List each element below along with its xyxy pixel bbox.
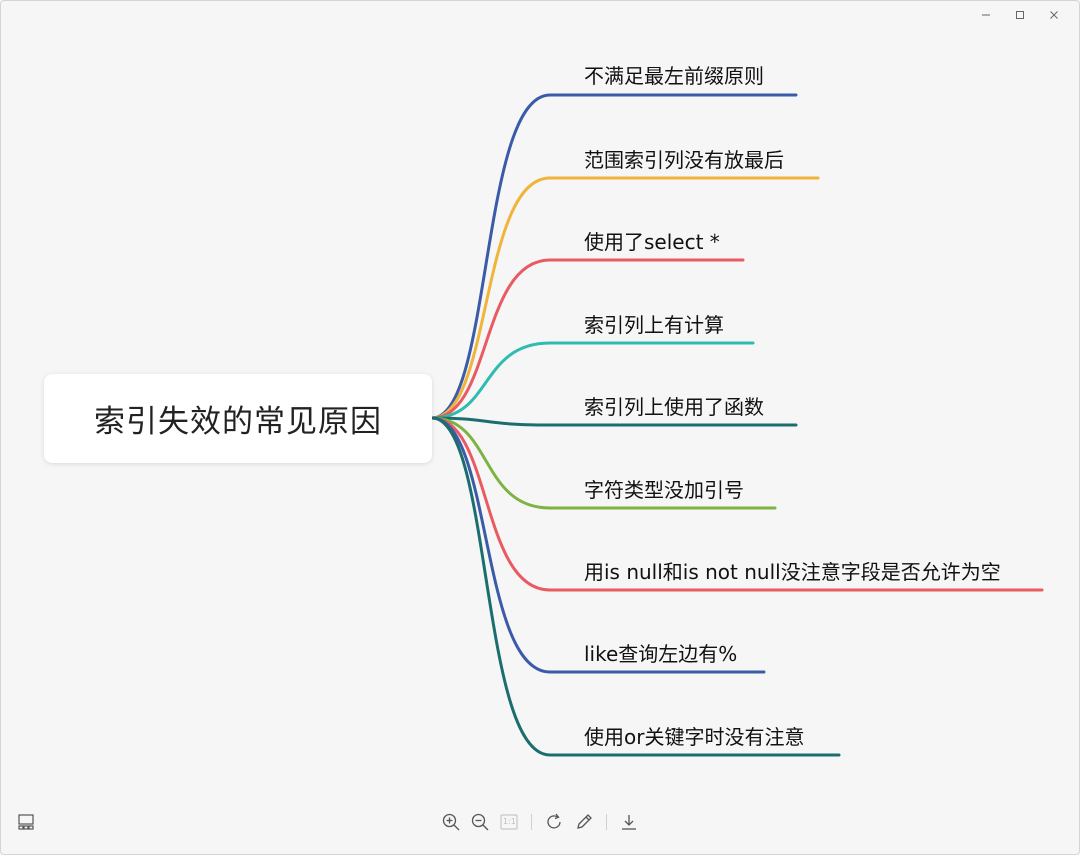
branch-label-8: 使用or关键字时没有注意 (584, 725, 805, 749)
toolbar-separator (606, 814, 607, 830)
branch-label-0: 不满足最左前缀原则 (584, 64, 764, 88)
branch-label-5: 字符类型没加引号 (584, 478, 744, 502)
branch-label-6: 用is null和is not null没注意字段是否允许为空 (584, 560, 1001, 584)
minimize-icon[interactable] (969, 5, 1003, 25)
thumbnail-icon[interactable] (15, 811, 37, 833)
branch-label-2: 使用了select * (584, 230, 720, 254)
connector-8 (430, 416, 841, 757)
connector-3 (430, 341, 755, 420)
viewer-toolbar (0, 800, 1080, 855)
connector-4 (430, 416, 798, 427)
actual-size-icon: 1:1 (498, 811, 520, 833)
download-icon[interactable] (618, 811, 640, 833)
rotate-icon[interactable] (543, 811, 565, 833)
root-label: 索引失效的常见原因 (94, 404, 382, 440)
connector-0 (430, 93, 798, 420)
mindmap-canvas: 索引失效的常见原因 不满足最左前缀原则 范围索引列没有放最后 使用了select… (44, 64, 1044, 757)
mindmap-root-node: 索引失效的常见原因 (44, 374, 432, 463)
connector-2 (430, 258, 745, 420)
branch-label-1: 范围索引列没有放最后 (584, 148, 784, 172)
close-icon[interactable] (1037, 5, 1071, 25)
branch-label-4: 索引列上使用了函数 (584, 395, 764, 419)
connector-1 (430, 176, 820, 420)
actual-size-label: 1:1 (503, 817, 516, 826)
connector-5 (430, 416, 777, 510)
connector-7 (430, 416, 766, 674)
mindmap-connectors (430, 93, 1044, 757)
zoom-out-icon[interactable] (469, 811, 491, 833)
edit-icon[interactable] (573, 811, 595, 833)
toolbar-separator (531, 814, 532, 830)
maximize-icon[interactable] (1003, 5, 1037, 25)
connector-6 (430, 416, 1044, 592)
branch-label-7: like查询左边有% (584, 642, 738, 666)
zoom-in-icon[interactable] (440, 811, 462, 833)
window-controls (969, 5, 1071, 25)
branch-label-3: 索引列上有计算 (584, 313, 724, 337)
